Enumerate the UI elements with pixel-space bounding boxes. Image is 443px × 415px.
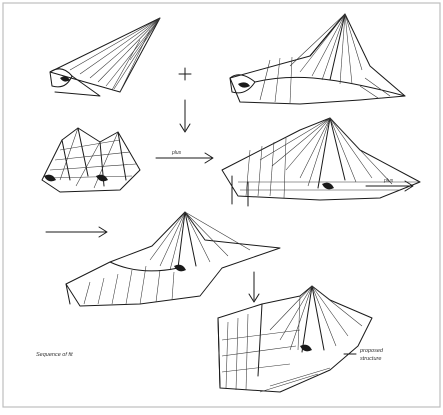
arrow-label-1: plus xyxy=(171,150,182,156)
figure-border xyxy=(3,3,440,407)
arrow-label-2: plus xyxy=(383,178,394,184)
caption-right-line1: proposed xyxy=(359,348,384,354)
caption-left: Sequence of fit xyxy=(36,352,73,358)
caption-right-line2: structure xyxy=(360,356,381,362)
